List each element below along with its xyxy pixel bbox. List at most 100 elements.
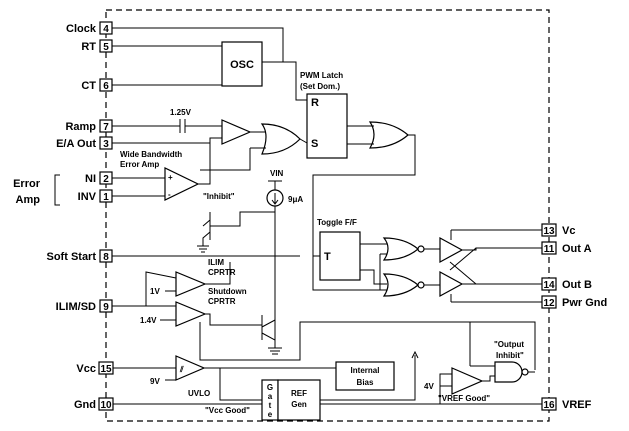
- ref-gen-block: [277, 379, 321, 421]
- or-gate-latch-out: [368, 121, 409, 149]
- internal-bias-line2: Bias: [357, 378, 374, 387]
- pwm-comparator: [221, 119, 252, 145]
- pin-out-b-label: Out B: [562, 279, 592, 291]
- v14-label: 1.4V: [140, 316, 157, 325]
- pin-out-b-number: 14: [543, 280, 555, 291]
- pin-rt-number: 5: [103, 42, 109, 53]
- pin-ramp-number: 7: [103, 122, 109, 133]
- ea-minus: -: [168, 190, 171, 199]
- ref-gen-line2: Gen: [291, 400, 307, 409]
- pin-vcc: Vcc 15: [76, 361, 114, 375]
- pin-out-b: 14 Out B: [541, 277, 592, 291]
- pwm-latch-subtitle: (Set Dom.): [300, 82, 340, 91]
- pin-ramp: Ramp 7: [65, 119, 113, 133]
- pin-gnd-number: 10: [100, 400, 112, 411]
- inhibit-transistor: [202, 211, 275, 246]
- error-amp-sub-label: Error Amp: [120, 160, 159, 169]
- gate-letter-t: t: [269, 401, 272, 410]
- pin-ilim-sd-number: 9: [103, 302, 109, 313]
- pin-rt-label: RT: [81, 41, 96, 53]
- ramp-cap: [179, 119, 186, 133]
- pin-gnd: Gnd 10: [74, 397, 114, 411]
- pin-ct-label: CT: [81, 80, 96, 92]
- vcc-good-label: "Vcc Good": [205, 406, 250, 415]
- pin-vref-number: 16: [543, 400, 555, 411]
- uvlo-label: UVLO: [188, 389, 210, 398]
- output-inhibit-line2: Inhibit": [496, 351, 524, 360]
- pin-ni: NI 2: [85, 171, 113, 185]
- nor-gate-b: [382, 273, 419, 297]
- pin-ilim-sd-label: ILIM/SD: [56, 301, 96, 313]
- pin-ilim-sd: ILIM/SD 9: [56, 299, 113, 313]
- ilim-label: ILIM: [208, 258, 224, 267]
- error-label: Error: [13, 178, 41, 190]
- wire-clock: [112, 27, 307, 101]
- package-outline: [105, 9, 550, 422]
- current-9ua-label: 9μA: [288, 195, 303, 204]
- toggle-t-label: T: [324, 251, 331, 263]
- gate-letter-a: a: [268, 392, 273, 401]
- pin-vc-number: 13: [543, 226, 555, 237]
- internal-bias-line1: Internal: [351, 366, 380, 375]
- pwm-latch-title: PWM Latch: [300, 71, 343, 80]
- ilim-comparator: [175, 271, 207, 297]
- v125-label: 1.25V: [170, 108, 192, 117]
- pin-inv-label: INV: [78, 191, 97, 203]
- shutdown-label: Shutdown: [208, 287, 247, 296]
- pin-gnd-label: Gnd: [74, 399, 96, 411]
- pin-pwr-gnd-number: 12: [543, 298, 555, 309]
- pin-rt: RT 5: [81, 39, 113, 53]
- v4-label: 4V: [424, 382, 434, 391]
- pin-pwr-gnd: 12 Pwr Gnd: [541, 295, 607, 309]
- wide-bandwidth-label: Wide Bandwidth: [120, 150, 182, 159]
- ref-gen-line1: REF: [291, 389, 307, 398]
- ilim-transistor: [261, 315, 276, 348]
- gate-letter-g: G: [267, 383, 273, 392]
- amp-label: Amp: [16, 194, 41, 206]
- uvlo-comparator: [175, 355, 206, 381]
- ground-2: [268, 347, 282, 355]
- pin-vref-label: VREF: [562, 399, 592, 411]
- pin-vc: 13 Vc: [541, 223, 575, 237]
- pin-vc-label: Vc: [562, 225, 575, 237]
- pin-out-a-label: Out A: [562, 243, 592, 255]
- driver-a: [439, 236, 464, 264]
- pin-vcc-label: Vcc: [76, 363, 96, 375]
- wire-inhibit-or: [200, 148, 251, 171]
- ilim-cprtr-label: CPRTR: [208, 268, 236, 277]
- pin-ct-number: 6: [103, 81, 109, 92]
- vin-label: VIN: [270, 169, 284, 178]
- wire-ea-out: [112, 137, 222, 144]
- pin-soft-start-label: Soft Start: [47, 251, 97, 263]
- pin-inv: INV 1: [78, 189, 113, 203]
- uvlo-symbol: ⫽: [179, 365, 184, 374]
- shutdown-cprtr-label: CPRTR: [208, 297, 236, 306]
- pin-ni-number: 2: [103, 174, 109, 185]
- ea-plus: +: [168, 173, 173, 182]
- latch-s-label: S: [311, 138, 318, 150]
- pwm-latch: PWM Latch (Set Dom.) R S: [300, 71, 348, 159]
- vref-good-label: "VREF Good": [438, 394, 490, 403]
- pin-vref: 16 VREF: [541, 397, 592, 411]
- osc-block: OSC: [221, 41, 263, 87]
- pin-clock-number: 4: [103, 24, 109, 35]
- gate-letter-e: e: [268, 410, 273, 419]
- v9-label: 9V: [150, 377, 160, 386]
- osc-label: OSC: [230, 59, 254, 71]
- pin-vcc-number: 15: [100, 364, 112, 375]
- internal-bias-block: [335, 361, 395, 391]
- pin-ea-out-label: E/A Out: [56, 138, 96, 150]
- shutdown-comparator: [175, 301, 207, 327]
- or-gate-pwm: [260, 123, 301, 155]
- toggle-label: Toggle F/F: [317, 218, 357, 227]
- pin-clock-label: Clock: [66, 23, 97, 35]
- v1-label: 1V: [150, 287, 160, 296]
- error-amp: Wide Bandwidth Error Amp + -: [120, 150, 200, 201]
- pin-soft-start-number: 8: [103, 252, 109, 263]
- latch-r-label: R: [311, 97, 319, 109]
- driver-b: [439, 270, 464, 298]
- pin-clock: Clock 4: [66, 21, 113, 35]
- pin-ea-out-number: 3: [103, 139, 109, 150]
- ground-1: [197, 245, 209, 253]
